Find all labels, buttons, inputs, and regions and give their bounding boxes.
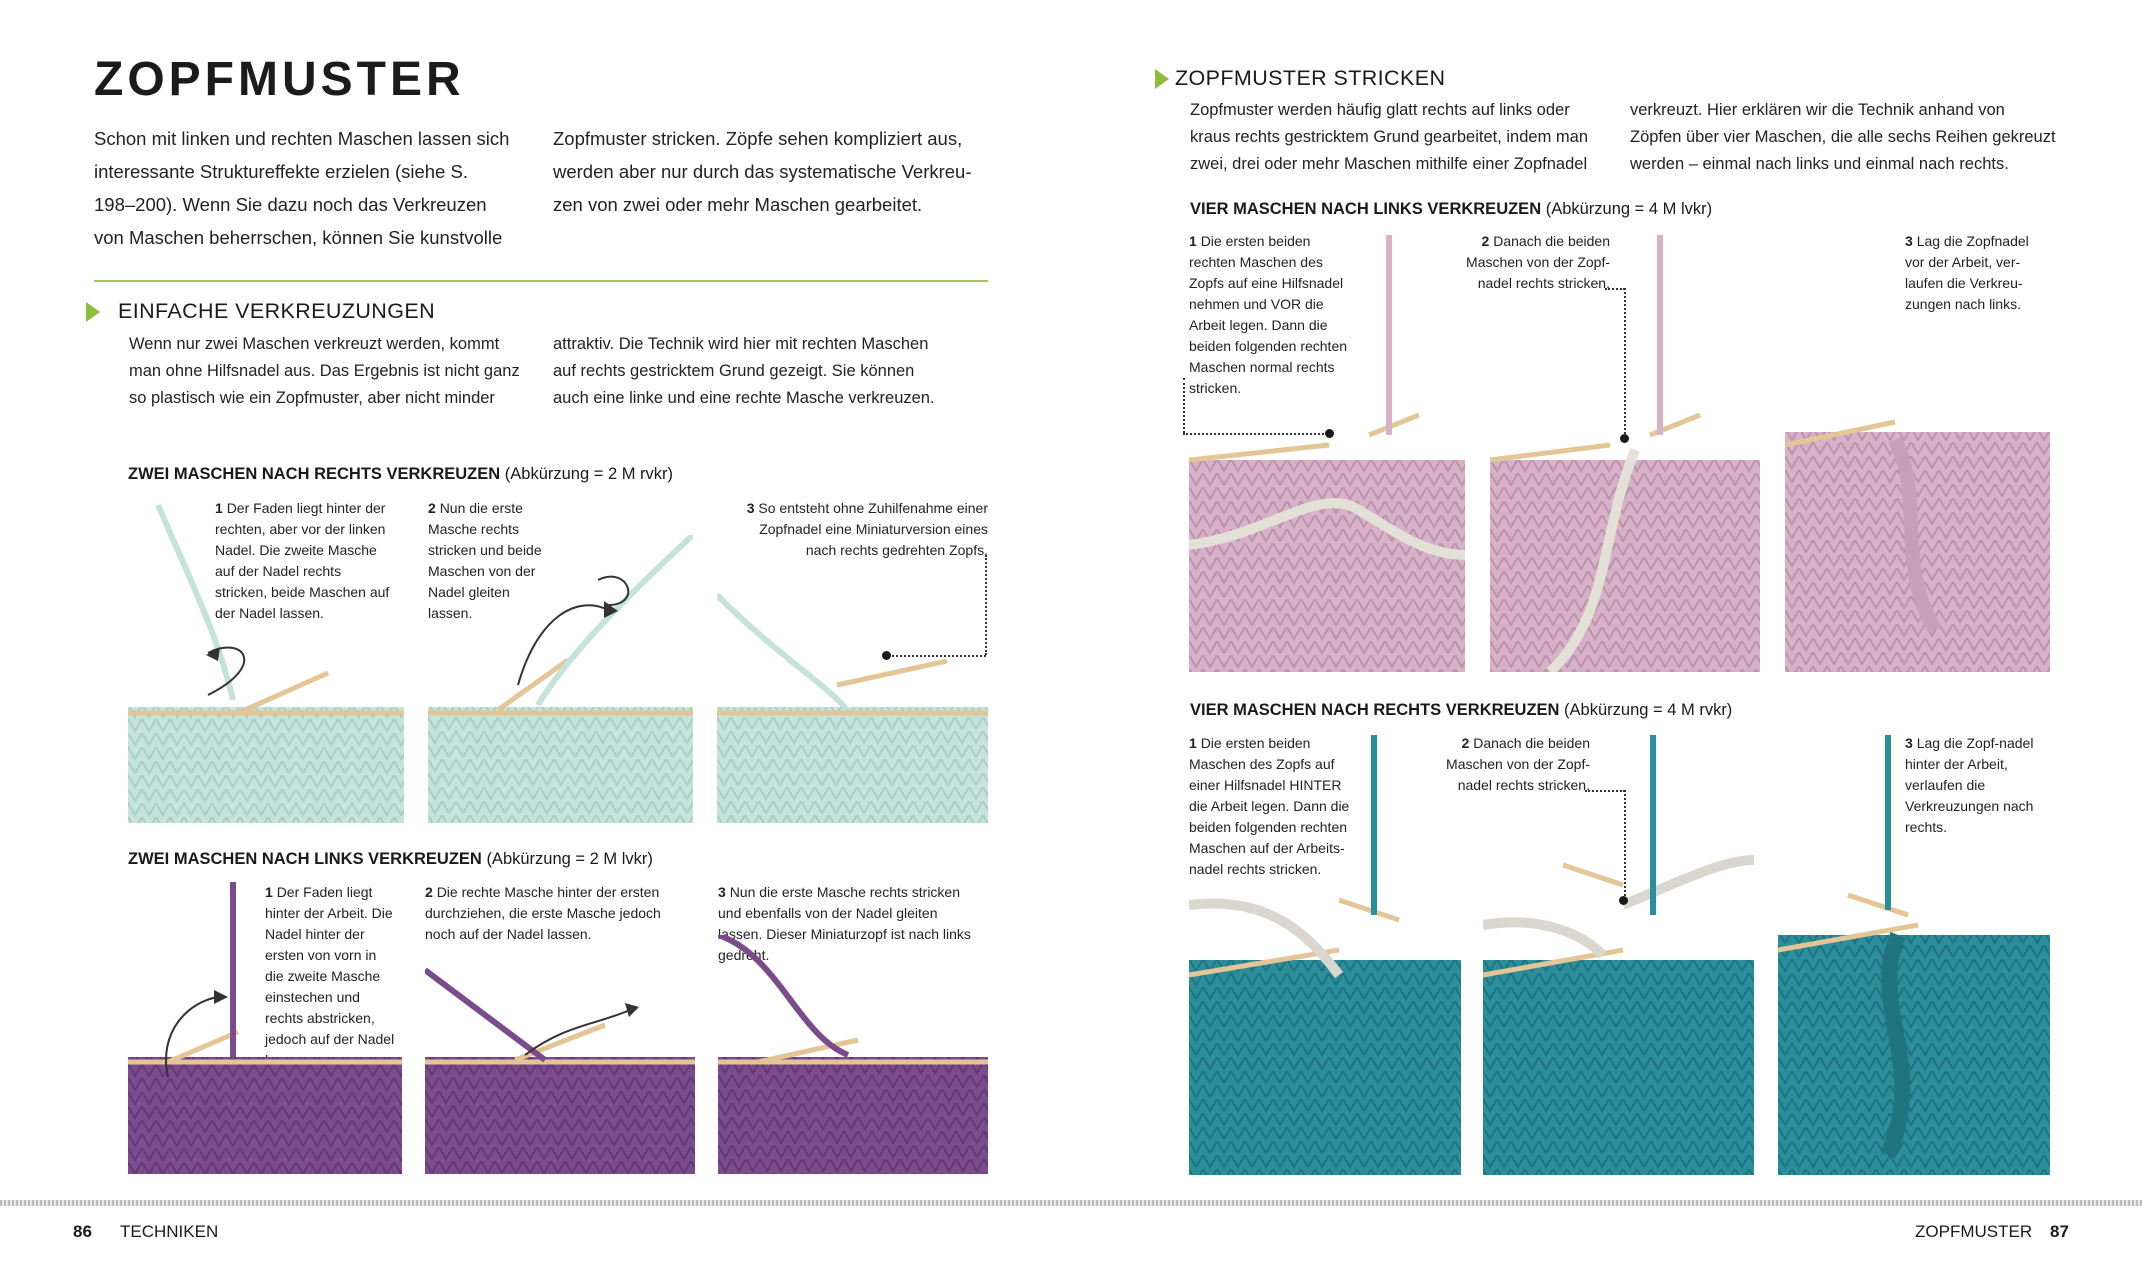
section-heading-zopfmuster-stricken: ZOPFMUSTER STRICKEN <box>1155 66 1445 91</box>
rvkr4-step-3-caption: 3 Lag die Zopf-nadel hinter der Arbeit, … <box>1905 733 2035 838</box>
step-number: 1 <box>1189 735 1197 751</box>
step-text: Danach die beiden Maschen von der Zopf-n… <box>1466 233 1610 291</box>
running-head-left: TECHNIKEN <box>120 1222 219 1241</box>
step-number: 1 <box>1189 233 1197 249</box>
rvkr-photo-1 <box>128 503 404 823</box>
callout-line <box>1183 433 1328 435</box>
step-text: Lag die Zopfnadel vor der Arbeit, ver-la… <box>1905 233 2029 312</box>
lvkr-photo-2 <box>425 967 695 1174</box>
footer-rule <box>0 1200 2142 1206</box>
rvkr4-step-2-caption: 2 Danach die beiden Maschen von der Zopf… <box>1430 733 1590 796</box>
section-divider <box>94 280 988 282</box>
rvkr-step-3-caption: 3 So entsteht ohne Zuhilfenahme einer Zo… <box>738 498 988 561</box>
step-text: Nun die erste Masche rechts stricken und… <box>428 500 542 621</box>
callout-line <box>1183 378 1185 433</box>
step-number: 2 <box>1461 735 1470 751</box>
step-number: 3 <box>718 884 726 900</box>
lvkr-photo-3 <box>718 935 988 1174</box>
lvkr4-photo-3 <box>1785 419 2050 672</box>
intro-column-1: Schon mit linken und rechten Maschen las… <box>94 128 510 248</box>
rvkr-step-1-caption: 1 Der Faden liegt hinter der rechten, ab… <box>215 498 395 624</box>
step-number: 3 <box>1905 233 1913 249</box>
page-number-left: 86 <box>73 1222 92 1241</box>
step-text: Die ersten beiden rechten Maschen des Zo… <box>1189 233 1348 396</box>
step-number: 3 <box>746 500 755 516</box>
section-text-2: attraktiv. Die Technik wird hier mit rec… <box>553 335 935 407</box>
step-text: Lag die Zopf-nadel hinter der Arbeit, ve… <box>1905 735 2034 835</box>
page-number-right: 87 <box>2050 1222 2069 1241</box>
lvkr4-step-3-caption: 3 Lag die Zopfnadel vor der Arbeit, ver-… <box>1905 231 2035 315</box>
step-text: Die rechte Masche hinter der ersten durc… <box>425 884 661 942</box>
rvkr-heading: ZWEI MASCHEN NACH RECHTS VERKREUZEN (Abk… <box>128 465 673 484</box>
step-number: 2 <box>425 884 433 900</box>
lvkr-photo-1 <box>128 882 402 1174</box>
callout-line <box>1585 790 1625 792</box>
callout-dot <box>1620 434 1629 443</box>
lvkr4-step-2-caption: 2 Danach die beiden Maschen von der Zopf… <box>1450 231 1610 294</box>
callout-line <box>1624 288 1626 438</box>
step-number: 2 <box>1481 233 1490 249</box>
callout-dot <box>882 651 891 660</box>
step-number: 2 <box>428 500 436 516</box>
lvkr4-heading: VIER MASCHEN NACH LINKS VERKREUZEN (Abkü… <box>1190 200 1712 219</box>
step-number: 3 <box>1905 735 1913 751</box>
rvkr4-abbreviation: (Abkürzung = 4 M rvkr) <box>1564 701 1733 719</box>
rvkr4-heading: VIER MASCHEN NACH RECHTS VERKREUZEN (Abk… <box>1190 701 1732 720</box>
callout-line <box>888 655 986 657</box>
lvkr4-heading-text: VIER MASCHEN NACH LINKS VERKREUZEN <box>1190 200 1542 218</box>
callout-dot <box>1619 896 1628 905</box>
intro-column-2: Zopfmuster stricken. Zöpfe sehen kompliz… <box>553 128 972 215</box>
rvkr-heading-text: ZWEI MASCHEN NACH RECHTS VERKREUZEN <box>128 465 501 483</box>
rvkr-photo-3 <box>717 592 988 823</box>
callout-line <box>985 555 987 655</box>
chevron-right-icon <box>86 302 100 323</box>
running-head-right: ZOPFMUSTER <box>1915 1222 2033 1241</box>
callout-line <box>1605 288 1625 290</box>
rvkr4-heading-text: VIER MASCHEN NACH RECHTS VERKREUZEN <box>1190 701 1560 719</box>
lvkr-heading-text: ZWEI MASCHEN NACH LINKS VERKREUZEN <box>128 850 482 868</box>
lvkr-abbreviation: (Abkürzung = 2 M lvkr) <box>486 850 653 868</box>
lvkr4-step-1-caption: 1 Die ersten beiden rechten Maschen des … <box>1189 231 1354 399</box>
callout-line <box>1624 790 1626 900</box>
lvkr-step-3-caption: 3 Nun die erste Masche rechts stricken u… <box>718 882 978 966</box>
right-intro-column-2: verkreuzt. Hier erklären wir die Technik… <box>1630 101 2056 173</box>
rvkr-photo-2 <box>428 535 693 823</box>
step-text: Nun die erste Masche rechts stricken und… <box>718 884 971 963</box>
lvkr-step-2-caption: 2 Die rechte Masche hinter der ersten du… <box>425 882 670 945</box>
step-text: Danach die beiden Maschen von der Zopf-n… <box>1446 735 1590 793</box>
rvkr4-photo-3 <box>1778 735 2050 1175</box>
page-title: ZOPFMUSTER <box>94 53 465 106</box>
rvkr4-step-1-caption: 1 Die ersten beiden Maschen des Zopfs au… <box>1189 733 1354 880</box>
chevron-right-icon <box>1155 69 1169 90</box>
section-heading-text: EINFACHE VERKREUZUNGEN <box>118 299 436 323</box>
lvkr4-photo-2 <box>1490 235 1760 672</box>
step-text: Der Faden liegt hinter der rechten, aber… <box>215 500 390 621</box>
section-text-1: Wenn nur zwei Maschen verkreuzt werden, … <box>129 335 520 407</box>
rvkr-abbreviation: (Abkürzung = 2 M rvkr) <box>504 465 674 483</box>
lvkr-heading: ZWEI MASCHEN NACH LINKS VERKREUZEN (Abkü… <box>128 850 653 869</box>
step-number: 1 <box>265 884 273 900</box>
section-heading-einfache: EINFACHE VERKREUZUNGEN <box>86 299 436 324</box>
step-number: 1 <box>215 500 223 516</box>
rvkr4-photo-2 <box>1483 735 1754 1175</box>
step-text: So entsteht ohne Zuhilfenahme einer Zopf… <box>758 500 988 558</box>
step-text: Die ersten beiden Maschen des Zopfs auf … <box>1189 735 1350 877</box>
right-intro-column-1: Zopfmuster werden häufig glatt rechts au… <box>1190 101 1589 173</box>
rvkr-step-2-caption: 2 Nun die erste Masche rechts stricken u… <box>428 498 553 624</box>
rvkr4-photo-1 <box>1189 735 1461 1175</box>
callout-dot <box>1325 429 1334 438</box>
section-heading-text: ZOPFMUSTER STRICKEN <box>1175 66 1446 90</box>
lvkr4-photo-1 <box>1189 235 1465 672</box>
lvkr4-abbreviation: (Abkürzung = 4 M lvkr) <box>1545 200 1713 218</box>
